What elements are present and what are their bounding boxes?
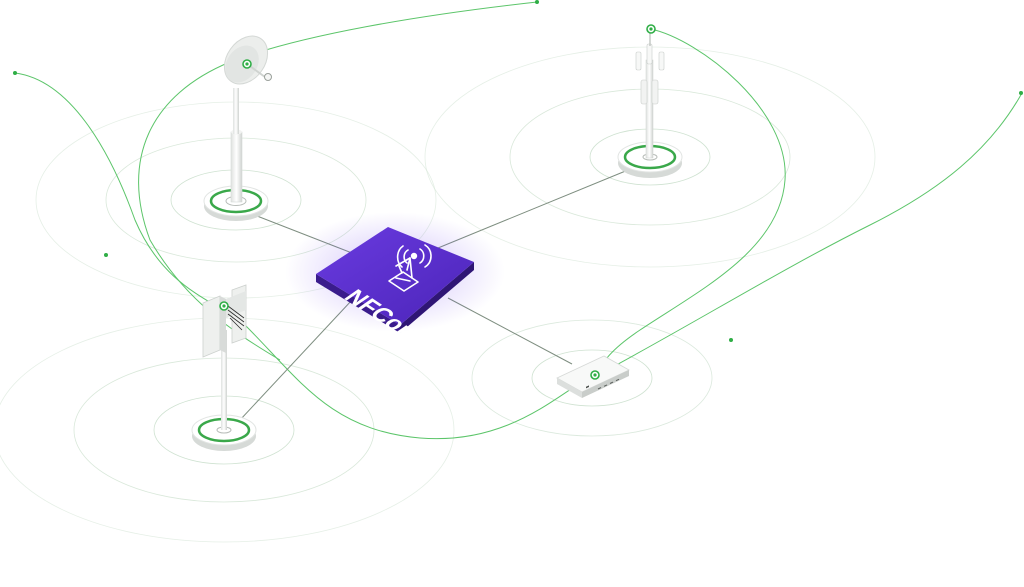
- node-dot: [729, 338, 733, 342]
- node-dot: [104, 253, 108, 257]
- satellite-dish-icon: [203, 35, 272, 221]
- signal-path-loop: [138, 1, 538, 361]
- signal-path-far-right: [597, 92, 1023, 376]
- signal-path-top: [14, 72, 599, 440]
- signal-nodes: [13, 0, 1023, 342]
- node-dot: [1019, 91, 1023, 95]
- node-dot: [535, 0, 539, 4]
- signal-path-right: [597, 28, 786, 376]
- node-dot: [13, 71, 17, 75]
- hub-top-face: [316, 227, 474, 325]
- signal-paths: [14, 1, 1023, 440]
- cell-tower-icon: [617, 24, 683, 178]
- router-icon: [556, 355, 630, 398]
- panel-antenna-icon: [191, 284, 257, 451]
- hub-tile[interactable]: NFCom: [285, 212, 505, 347]
- broadcast-tower-icon: [388, 244, 432, 292]
